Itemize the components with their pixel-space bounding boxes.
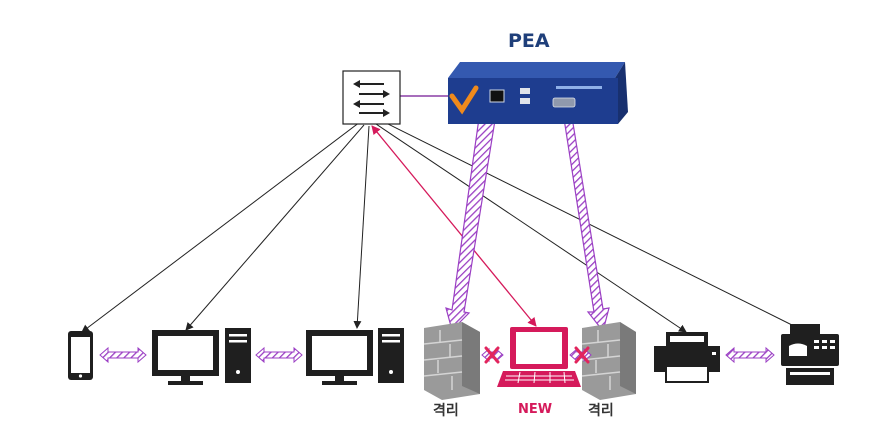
pea-label: PEA	[508, 30, 550, 52]
firewall-icon	[423, 322, 480, 400]
pea-appliance-icon	[448, 62, 628, 124]
hatched-arrow-right	[562, 110, 610, 333]
firewall-left-label: 격리	[433, 403, 459, 419]
printer-icon	[654, 332, 720, 383]
link-to-smartphone	[81, 121, 361, 333]
link-to-desktop-2	[353, 125, 370, 329]
switch-icon	[342, 70, 401, 125]
link-to-printer	[375, 123, 687, 333]
smartphone-icon	[68, 331, 93, 380]
firewall-right-label: 격리	[588, 403, 614, 419]
hatched-arrow-left	[445, 110, 497, 332]
switch-links	[81, 119, 809, 334]
new-device-label: NEW	[518, 402, 553, 417]
firewall-icon	[581, 322, 636, 400]
block-x-icon	[574, 346, 590, 364]
laptop-icon	[497, 327, 581, 387]
peer-arrow-printer-fax	[725, 346, 775, 364]
peer-arrow-desktop-desktop	[255, 346, 303, 364]
fax-icon	[781, 324, 839, 385]
link-to-desktop-1	[185, 124, 365, 331]
link-to-new-laptop	[371, 125, 537, 327]
desktop-icon	[152, 328, 251, 385]
block-x-icon	[484, 346, 500, 364]
desktop-icon	[306, 328, 404, 385]
peer-arrow-phone-desktop	[99, 346, 147, 364]
